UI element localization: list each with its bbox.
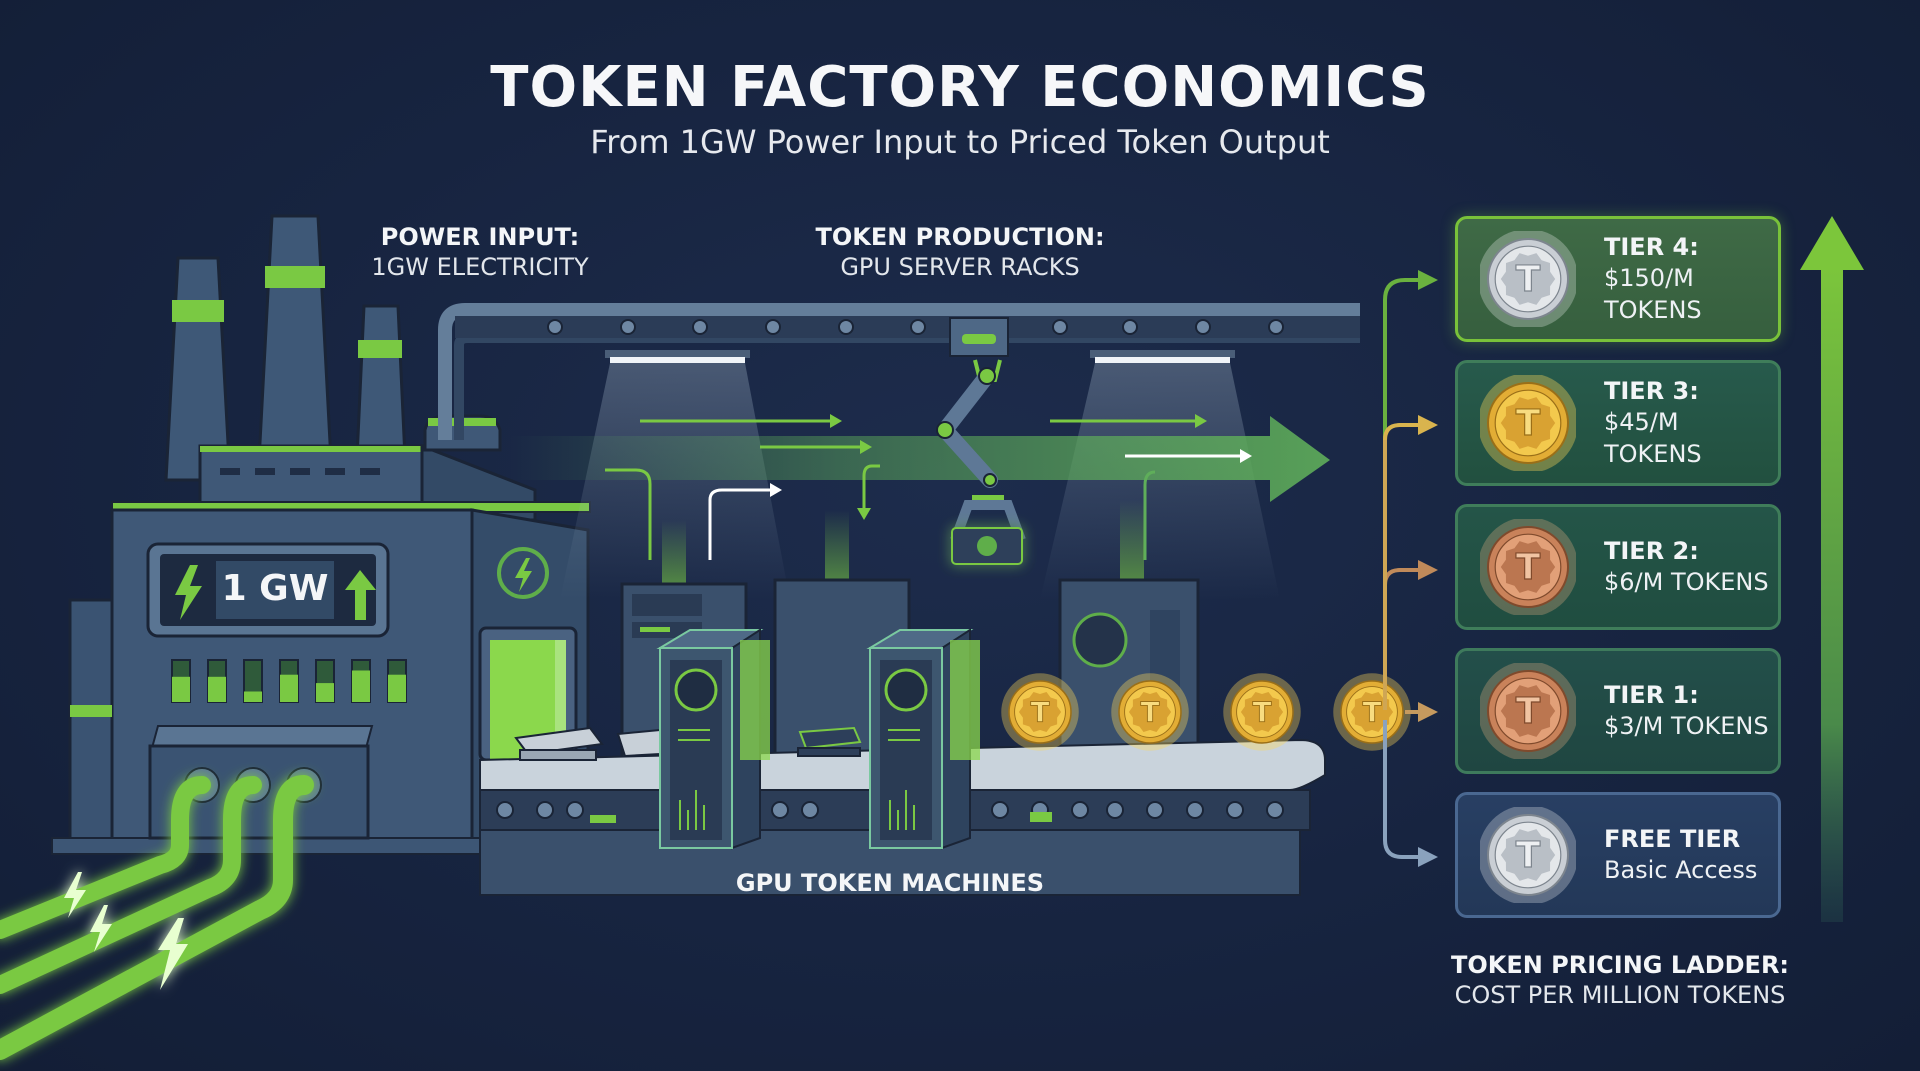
coin-glyph: T [1140, 695, 1159, 728]
silver-coin-icon: T [1478, 229, 1578, 329]
silver-coin-icon: T [1478, 805, 1578, 905]
price-increase-arrow-icon [1800, 216, 1864, 922]
bronze-coin-icon: T [1478, 661, 1578, 761]
meter-bar [279, 659, 299, 703]
coin-glyph: T [1516, 691, 1541, 732]
tier-name: TIER 2: [1604, 536, 1699, 565]
tier-card-free-tier: T FREE TIER Basic Access [1455, 792, 1781, 918]
meter-bar [243, 659, 263, 703]
coin-glyph: T [1362, 695, 1381, 728]
belt-roller [771, 801, 789, 819]
tier-name: TIER 4: [1604, 233, 1699, 262]
lightning-bolt-icon [175, 565, 202, 620]
tier-card-tier-2: T TIER 2: $6/M TOKENS [1455, 504, 1781, 630]
gpu-machines-heading: GPU TOKEN MACHINES [735, 869, 1045, 897]
rail-bolt [1122, 319, 1138, 335]
tier-price: Basic Access [1604, 856, 1758, 884]
pricing-ladder-label: TOKEN PRICING LADDER: COST PER MILLION T… [1420, 950, 1820, 1010]
gold-coin-icon: T [1223, 673, 1301, 751]
power-input-heading: POWER INPUT: [380, 223, 580, 251]
power-input-label: POWER INPUT: 1GW ELECTRICITY [355, 222, 605, 282]
power-readout: 1 GW [221, 568, 329, 609]
rail-bolt [692, 319, 708, 335]
rail-bolt [547, 319, 563, 335]
meter-bar [315, 659, 335, 703]
power-input-detail: 1GW ELECTRICITY [371, 253, 589, 281]
rail-bolt [1195, 319, 1211, 335]
production-flow-arrow [510, 414, 1330, 560]
page-subtitle: From 1GW Power Input to Priced Token Out… [590, 123, 1330, 161]
token-production-label: TOKEN PRODUCTION: GPU SERVER RACKS [800, 222, 1120, 282]
belt-roller [1146, 801, 1164, 819]
meter-bar [207, 659, 227, 703]
gold-coin-icon: T [1001, 673, 1079, 751]
tier-card-tier-4: T TIER 4: $150/M TOKENS [1455, 216, 1781, 342]
belt-roller [1186, 801, 1204, 819]
coin-glyph: T [1516, 259, 1541, 300]
pricing-ladder-heading: TOKEN PRICING LADDER: [1450, 951, 1790, 979]
coin-glyph: T [1516, 403, 1541, 444]
tier-card-tier-1: T TIER 1: $3/M TOKENS [1455, 648, 1781, 774]
page-title: TOKEN FACTORY ECONOMICS [490, 55, 1430, 120]
coin-glyph: T [1516, 547, 1541, 588]
gold-coin-icon: T [1478, 373, 1578, 473]
tier-name: TIER 1: [1604, 680, 1699, 709]
rail-bolt [910, 319, 926, 335]
rail-bolt [1268, 319, 1284, 335]
belt-roller [496, 801, 514, 819]
silver-coin-icon: T [1478, 805, 1578, 905]
belt-roller [536, 801, 554, 819]
gpu-machine [656, 628, 770, 850]
tier-price: $150/M TOKENS [1604, 264, 1702, 324]
power-meter [171, 659, 407, 703]
coin-glyph: T [1252, 695, 1271, 728]
meter-bar [351, 659, 371, 703]
pricing-ladder-detail: COST PER MILLION TOKENS [1454, 981, 1786, 1009]
bronze-coin-icon: T [1478, 661, 1578, 761]
belt-roller [991, 801, 1009, 819]
rail-bolt [838, 319, 854, 335]
cable-bolt-icon [64, 872, 86, 918]
belt-roller [1071, 801, 1089, 819]
robot-arm [936, 317, 1026, 565]
cable-bolt-icon [90, 905, 112, 952]
gold-coin-icon: T [1333, 673, 1411, 751]
meter-bar [387, 659, 407, 703]
bronze-coin-icon: T [1478, 517, 1578, 617]
gold-coin-icon: T [1111, 673, 1189, 751]
tier-name: FREE TIER [1604, 824, 1741, 853]
tier-routing-arrows [1383, 270, 1438, 867]
rail-bolt [765, 319, 781, 335]
gpu-machine [866, 628, 980, 850]
rail-bolt [620, 319, 636, 335]
belt-roller [801, 801, 819, 819]
tier-price: $6/M TOKENS [1604, 568, 1769, 596]
coin-glyph: T [1030, 695, 1049, 728]
rail-bolt [1052, 319, 1068, 335]
tier-price: $3/M TOKENS [1604, 712, 1769, 740]
belt-roller [566, 801, 584, 819]
bronze-coin-icon: T [1478, 517, 1578, 617]
tier-name: TIER 3: [1604, 377, 1699, 406]
cable-bolt-icon [158, 918, 188, 990]
token-production-heading: TOKEN PRODUCTION: [815, 223, 1105, 251]
tier-price: $45/M TOKENS [1604, 408, 1702, 468]
meter-bar [171, 659, 191, 703]
belt-roller [1226, 801, 1244, 819]
belt-roller [1106, 801, 1124, 819]
gpu-machines-label: GPU TOKEN MACHINES [700, 868, 1080, 898]
coin-glyph: T [1516, 835, 1541, 876]
lightning-circle-icon [515, 558, 532, 592]
belt-roller [1266, 801, 1284, 819]
arrow-up-icon [345, 570, 376, 620]
token-production-detail: GPU SERVER RACKS [840, 253, 1080, 281]
tier-card-tier-3: T TIER 3: $45/M TOKENS [1455, 360, 1781, 486]
silver-coin-icon: T [1478, 229, 1578, 329]
gold-coin-icon: T [1478, 373, 1578, 473]
power-cables [0, 775, 314, 1060]
